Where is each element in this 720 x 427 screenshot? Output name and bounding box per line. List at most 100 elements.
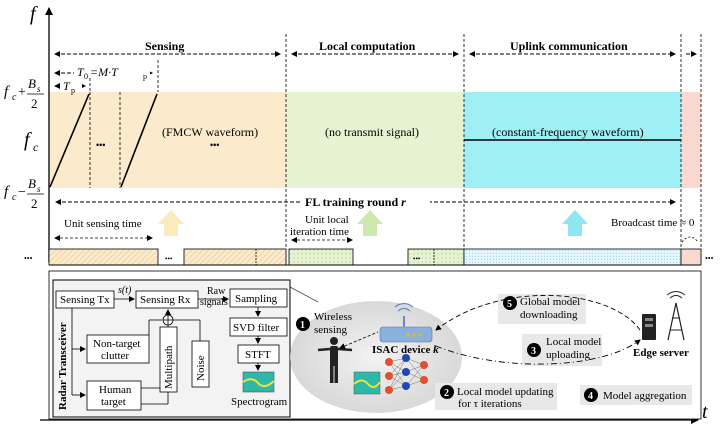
svg-text:f: f [4, 184, 10, 200]
t0-label: T 0 =M·T p [74, 64, 150, 81]
phase-arrows [54, 51, 697, 89]
svg-text:sensing: sensing [314, 324, 348, 336]
svg-text:0: 0 [84, 72, 88, 81]
svg-text:s: s [37, 184, 41, 194]
svg-text:p: p [143, 72, 147, 81]
svg-text:c: c [33, 140, 39, 154]
freq-label-fc-minus: f c − B s 2 [4, 176, 44, 211]
svg-text:1: 1 [300, 320, 305, 331]
svg-text:2: 2 [31, 196, 38, 211]
svg-text:s: s [37, 84, 41, 94]
svg-text:+: + [18, 85, 26, 100]
isac-device-label: ISAC device k [372, 344, 439, 356]
svg-text:Global model: Global model [520, 296, 580, 308]
sensing-region [49, 92, 286, 188]
svg-text:4: 4 [588, 391, 593, 402]
s-t-label: s(t) [118, 285, 132, 296]
freq-label-fc-plus: f c + B s 2 [4, 76, 44, 111]
svg-text:Wireless: Wireless [314, 311, 352, 323]
human-target-2: target [101, 396, 126, 408]
sensing-tx-block: Sensing Tx [60, 294, 110, 306]
step-2-local-update: 2 Local model updating for τ iterations [435, 383, 557, 410]
svg-text:2: 2 [444, 388, 449, 399]
radar-connections [71, 296, 261, 405]
svd-filter-block: SVD filter [233, 322, 279, 334]
constant-waveform-label: (constant-frequency waveform) [492, 125, 644, 139]
unit-sensing-time-label: Unit sensing time [64, 218, 142, 230]
svg-text:Model aggregation: Model aggregation [603, 390, 687, 402]
step-5-global-download: 5 Global model downloading [498, 294, 586, 324]
fmcw-chirps [49, 93, 158, 188]
fmcw-waveform-label: (FMCW waveform) [162, 125, 258, 139]
timeline-dots-mid2: ••• [413, 255, 421, 263]
spectrogram-image [242, 371, 275, 393]
fl-round-label: FL training round r [305, 195, 406, 209]
tp-label: T p [60, 79, 82, 95]
non-target-clutter-1: Non-target [93, 338, 140, 350]
neural-network-icon [385, 354, 428, 394]
step-1-wireless-sensing: 1 Wireless sensing [296, 311, 352, 336]
step-4-aggregation: 4 Model aggregation [580, 385, 692, 405]
uplink-up-arrow [562, 210, 588, 236]
raw-signals-2: signals [200, 297, 228, 308]
noise-block: Noise [195, 355, 207, 381]
edge-server-icon [642, 291, 686, 341]
svg-text:2: 2 [31, 96, 38, 111]
chirp-dots-1: ••• [96, 140, 105, 150]
svg-text:uploading: uploading [546, 349, 590, 361]
timeline-dots-right: ••• [705, 254, 714, 263]
svg-text:B: B [28, 76, 36, 91]
no-signal-label: (no transmit signal) [325, 125, 419, 139]
phase-sensing-label: Sensing [145, 39, 184, 53]
broadcast-time-label: Broadcast time ≈ 0 [611, 217, 695, 229]
svg-text:=M·T: =M·T [90, 65, 119, 79]
spectrogram-label: Spectrogram [231, 396, 288, 408]
chirp-dots-2: ••• [210, 140, 219, 150]
unit-local-label-1: Unit local [305, 214, 349, 226]
human-target-1: Human [99, 384, 132, 396]
timeline-dots-left: ••• [24, 254, 33, 263]
edge-server-label: Edge server [633, 347, 689, 359]
human-figure-icon [317, 337, 353, 383]
download-arrow [435, 295, 641, 331]
svg-text:B: B [28, 176, 36, 191]
svg-text:Local model: Local model [546, 336, 601, 348]
y-axis-label: f [30, 3, 38, 25]
local-up-arrow [357, 210, 383, 236]
raw-signals-1: Raw [207, 286, 226, 297]
local-region [286, 92, 464, 188]
svg-text:c: c [12, 92, 17, 103]
timeline-dots-mid1: ••• [165, 255, 173, 263]
broadcast-region [681, 92, 701, 188]
svg-text:Local model updating: Local model updating [457, 386, 554, 398]
sensing-up-arrow [158, 210, 184, 236]
multipath-block: Multipath [163, 345, 175, 389]
sensing-rx-block: Sensing Rx [140, 294, 191, 306]
freq-label-fc: f c [24, 129, 39, 154]
svg-text:for τ iterations: for τ iterations [458, 398, 522, 410]
svg-text:p: p [71, 86, 75, 95]
x-axis-label: t [702, 401, 708, 423]
sampling-block: Sampling [235, 293, 278, 305]
phase-local-label: Local computation [319, 39, 416, 53]
svg-text:5: 5 [507, 299, 512, 310]
svg-text:f: f [4, 84, 10, 100]
radar-transceiver-label: Radar Transceiver [57, 322, 69, 410]
svg-text:f: f [24, 129, 32, 151]
phase-uplink-label: Uplink communication [510, 39, 628, 53]
unit-local-label-2: iteration time [290, 226, 349, 238]
svg-text:3: 3 [531, 346, 536, 357]
step-3-local-upload: 3 Local model uploading [522, 334, 602, 366]
upload-arrow [435, 339, 641, 365]
svg-text:c: c [12, 192, 17, 203]
radar-blocks: Sensing Tx Sensing Rx Sampling SVD filte… [55, 288, 288, 411]
stft-block: STFT [245, 349, 271, 361]
svg-text:T: T [63, 79, 71, 93]
non-target-clutter-2: clutter [101, 350, 129, 362]
router-icon [379, 302, 433, 343]
svg-text:T: T [77, 65, 85, 79]
timeline-bar [48, 248, 702, 266]
svg-text:−: − [18, 185, 26, 200]
